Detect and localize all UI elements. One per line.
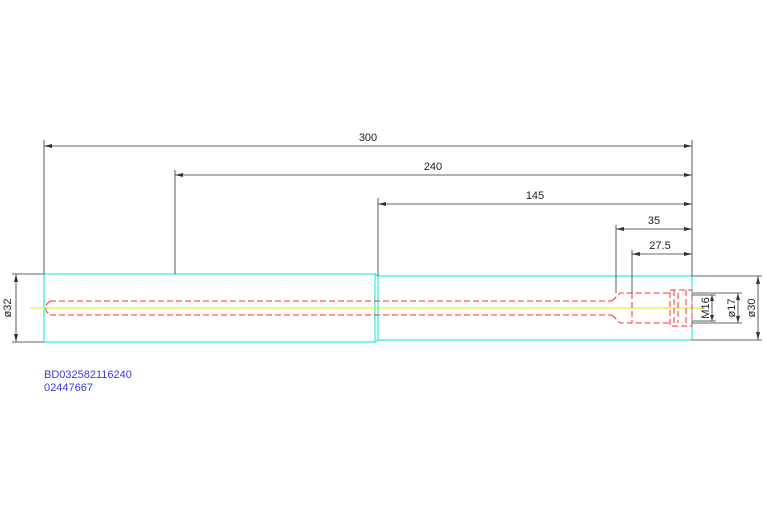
bore-left-end	[45, 300, 51, 316]
arrow-dia30-bottom	[756, 332, 760, 340]
step-line-bottom	[374, 339, 379, 343]
arrow-240-left	[175, 173, 183, 177]
dim-text-35: 35	[648, 215, 660, 227]
bore-taper-top	[611, 292, 670, 302]
arrowheads	[14, 144, 760, 342]
arrow-27-5-right	[684, 252, 692, 256]
arrow-m16-top	[710, 295, 714, 301]
dim-text-145: 145	[526, 190, 544, 202]
part-number-line1: BD032582116240	[44, 369, 132, 381]
arrow-dia17-top	[736, 293, 740, 300]
arrow-dia32-top	[14, 274, 18, 282]
arrow-240-right	[684, 173, 692, 177]
step-line	[374, 273, 379, 277]
bore-taper-bottom	[611, 314, 670, 324]
dim-text-240: 240	[424, 161, 442, 173]
part-number-line2: 02447667	[44, 382, 93, 394]
dimension-lines	[12, 140, 762, 343]
dim-text-dia30: ø30	[746, 299, 758, 318]
arrow-145-right	[684, 202, 692, 206]
dim-text-dia32: ø32	[2, 299, 14, 318]
arrow-300-left	[44, 144, 52, 148]
arrow-145-left	[378, 202, 386, 206]
dim-text-m16: M16	[700, 297, 712, 318]
arrow-35-right	[684, 227, 692, 231]
arrow-300-right	[684, 144, 692, 148]
dim-text-27-5: 27.5	[649, 240, 670, 252]
arrow-dia17-bottom	[736, 316, 740, 323]
hidden-features	[45, 289, 693, 327]
arrow-27-5-left	[632, 252, 640, 256]
arrow-dia32-bottom	[14, 334, 18, 342]
thread-outer	[669, 289, 693, 327]
arrow-35-left	[616, 227, 624, 231]
arrow-dia30-top	[756, 276, 760, 284]
dim-text-dia17: ø17	[726, 299, 738, 318]
arrow-m16-bottom	[710, 315, 714, 321]
dim-text-300: 300	[359, 132, 377, 144]
